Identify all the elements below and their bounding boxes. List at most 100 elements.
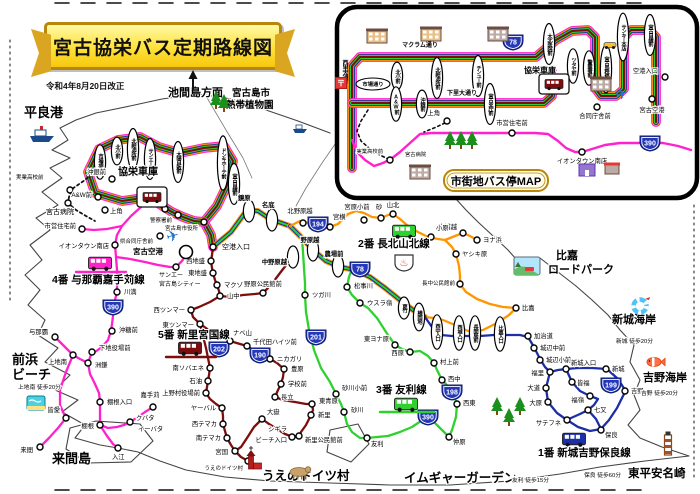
bus-stop-福里 — [546, 368, 554, 376]
bus-stop-label: 西中 — [448, 374, 461, 383]
rect — [293, 475, 295, 480]
bus-wheel — [408, 234, 413, 239]
bus-stop-label: 西城入口 — [456, 323, 464, 344]
bus-stop-クバタ — [126, 418, 134, 426]
coastline — [455, 198, 690, 457]
rect — [409, 164, 431, 167]
busbox-icon — [538, 73, 570, 95]
bus-stop-label: A&W前 — [71, 190, 92, 199]
bus-stop-label: 新里 — [318, 410, 331, 419]
rect — [423, 30, 427, 34]
shield-shape — [305, 329, 327, 346]
bus-wheel — [547, 86, 551, 91]
route-number-shield-190: 190 — [249, 347, 271, 364]
bus-stop-ニカガリ — [266, 355, 274, 363]
church-icon — [246, 446, 262, 470]
rect — [215, 105, 217, 109]
map-label: 宮古島市 — [232, 87, 271, 99]
map-label: 比嘉 — [556, 248, 578, 262]
bus-stop-label: 県合同庁舎前 — [120, 237, 154, 245]
bus-window — [191, 343, 196, 348]
bus-stop-label: ヤシキ原 — [462, 250, 487, 258]
bus-icon — [392, 224, 416, 239]
bus-stop-東地盛 — [209, 269, 217, 277]
bus-icon — [88, 256, 112, 271]
bus-stop-label: 豊原 — [291, 364, 304, 373]
bus-stop-label: 千代田ハイツ前 — [253, 337, 297, 346]
bus-wheel — [194, 351, 199, 356]
rect — [301, 475, 303, 480]
bus-stop-airport — [178, 244, 194, 260]
bus-stop-label: A&W前 — [393, 94, 400, 116]
route-green — [300, 236, 459, 440]
bus-stop-label: 警察署前 — [150, 216, 173, 224]
bus-stop-label: 新城 — [612, 364, 625, 373]
bus-stop-皆福 — [568, 378, 576, 386]
path — [514, 402, 526, 411]
bus-stop-oval-横岡地 — [412, 302, 426, 332]
bus-stop-label: 洲鎌 — [95, 360, 108, 369]
map-label: 吉野海岸 — [643, 370, 687, 384]
bus-stop-label: 村上前 — [440, 357, 459, 366]
rect — [585, 170, 589, 176]
route-blue — [586, 408, 603, 431]
bus-stop-label: ツタヤ前 — [570, 57, 577, 77]
bus-stop-label: 沖糖前 — [119, 325, 138, 334]
walking-route-dotted — [423, 122, 446, 133]
route-legend-label: 3番 友利線 — [376, 383, 427, 396]
bus-stop-洲鎌 — [84, 359, 92, 367]
bus-stop-label: 松事川 — [354, 281, 373, 290]
shield-number: 201 — [310, 335, 322, 342]
bus-stop-oval-西城入口 — [452, 315, 466, 351]
bus-stop-label: 上角 — [110, 206, 123, 215]
bus-stop-七又 — [584, 406, 592, 414]
bus-stop-大道 — [542, 384, 550, 392]
bus-stop-松事川 — [343, 283, 351, 291]
bus-stop-イオンタウン南店 — [578, 148, 586, 156]
rect — [412, 173, 416, 177]
rect — [335, 77, 347, 89]
bus-window — [186, 343, 191, 348]
bus-window — [153, 193, 157, 197]
rect — [223, 108, 225, 112]
rect — [369, 32, 373, 36]
shield-number: 198 — [446, 390, 458, 397]
bus-stop-oval-A&W前 — [389, 86, 403, 122]
bus-stop-label: 北野原越 — [287, 206, 313, 215]
bus-stop-label: 東青原 — [319, 396, 338, 405]
bus-stop-label: 東地盛 — [188, 268, 207, 277]
map-label: 平良港 — [24, 105, 64, 120]
bus-stop-oval-市場通り — [355, 77, 391, 91]
bus-window — [564, 434, 569, 439]
bus-stop-シギラ — [288, 433, 296, 441]
bus-stop-label: 城辺小前 — [546, 355, 571, 364]
tree-icon — [210, 91, 222, 109]
car-icon — [603, 42, 617, 49]
bus-stop-label: 上野村役場前 — [162, 388, 200, 397]
bus-window — [101, 258, 106, 263]
bus-stop-棚根 — [96, 421, 104, 429]
route-maroon — [189, 294, 222, 326]
bus-stop-ヨナ浜 — [473, 236, 481, 244]
bus-stop-宮古空港 — [648, 95, 656, 103]
building-icon — [590, 76, 612, 92]
bus-stop-label: 仲原 — [453, 437, 466, 446]
bus-window — [394, 226, 399, 231]
bus-stop-山北 — [389, 210, 397, 218]
bus-window — [400, 226, 405, 231]
bus-stop-label: 市営住宅前 — [45, 221, 76, 230]
bus-stop-東青原 — [308, 400, 316, 408]
bus-stop-上地南 — [69, 351, 77, 359]
bus-stop-oval-ドンキホーテ前 — [216, 135, 230, 191]
bus-icon — [88, 256, 112, 271]
street-label: 西里大通り — [341, 59, 348, 87]
bus-stop-label: 大陽自販前 — [175, 150, 182, 175]
bus-stop-label: 宮古島市役所 — [165, 224, 199, 232]
bus-icon — [178, 341, 202, 356]
bus-stop-oval — [286, 245, 300, 269]
route-number-shield-199: 199 — [600, 377, 622, 394]
rect — [418, 168, 422, 172]
bus-stop-oval-北小前 — [110, 136, 124, 166]
bus-stop-学校前 — [277, 380, 285, 388]
path — [188, 70, 198, 79]
